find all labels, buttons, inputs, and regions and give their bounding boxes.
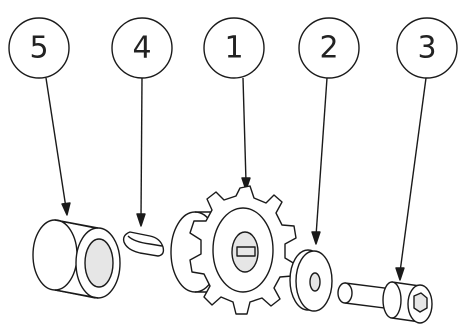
- balloon-2-label: 2: [319, 31, 338, 66]
- leader-line-1: [241, 77, 251, 191]
- part-spacer: [32, 219, 121, 299]
- balloon-1-label: 1: [224, 31, 243, 66]
- balloon-2: 2: [298, 17, 360, 79]
- leader-line-4: [136, 77, 146, 227]
- balloon-5: 5: [8, 17, 70, 79]
- part-washer: [289, 249, 333, 312]
- balloon-4: 4: [111, 17, 173, 79]
- part-key: [122, 231, 165, 257]
- balloon-1: 1: [203, 17, 265, 79]
- leader-line-5: [45, 77, 71, 216]
- balloon-5-label: 5: [29, 31, 48, 66]
- balloon-3-label: 3: [417, 31, 436, 66]
- part-sprocket: [170, 185, 297, 315]
- part-bolt: [337, 281, 433, 324]
- balloon-3: 3: [396, 17, 458, 79]
- leader-line-3: [395, 77, 427, 281]
- balloon-4-label: 4: [132, 31, 151, 66]
- leader-line-2: [311, 77, 328, 245]
